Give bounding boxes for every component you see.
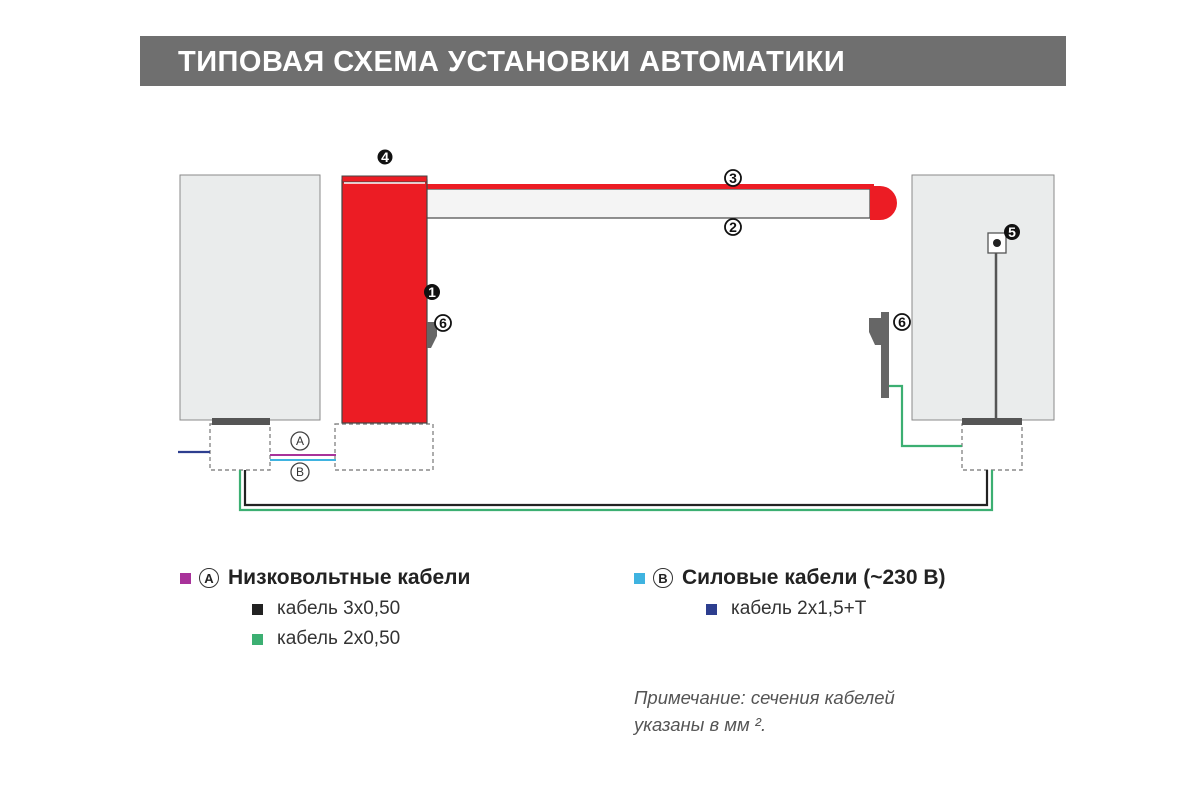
green-cable-photocell <box>886 384 962 448</box>
left-photocell <box>427 322 437 348</box>
label-a-text: A <box>296 434 304 448</box>
label-5: 5 <box>1004 224 1020 240</box>
label-2-text: 2 <box>729 219 737 235</box>
footnote-line-1: Примечание: сечения кабелей <box>634 687 895 708</box>
legend-a-title: Низковольтные кабели <box>228 566 471 589</box>
label-6-left: 6 <box>434 314 452 332</box>
legend-power: B Силовые кабели (~230 В) кабель 2x1,5+T <box>634 566 946 620</box>
legend-item-cable-2x050: кабель 2x0,50 <box>252 628 470 650</box>
label-4: 4 <box>377 149 393 165</box>
label-b-text: B <box>296 465 304 479</box>
label-3-text: 3 <box>729 170 737 186</box>
label-3: 3 <box>724 169 742 187</box>
label-1: 1 <box>424 284 440 300</box>
title-bar: ТИПОВАЯ СХЕМА УСТАНОВКИ АВТОМАТИКИ <box>140 36 1066 86</box>
legend-b-letter: B <box>653 568 673 588</box>
boom-reflective-strip <box>426 184 874 189</box>
left-pillar <box>179 174 321 421</box>
legend-low-voltage: A Низковольтные кабели кабель 3x0,50 каб… <box>180 566 470 650</box>
legend-a-letter: A <box>199 568 219 588</box>
label-5-text: 5 <box>1008 224 1016 240</box>
legend-item-label: кабель 2x1,5+T <box>731 598 867 619</box>
left-plate <box>212 418 270 425</box>
label-1-text: 1 <box>428 284 436 300</box>
legend-item-color-square <box>706 603 717 615</box>
page-title: ТИПОВАЯ СХЕМА УСТАНОВКИ АВТОМАТИКИ <box>178 46 846 78</box>
boom-end-cap <box>870 186 897 220</box>
legend-item-color-square <box>252 603 263 615</box>
legend-power-header: B Силовые кабели (~230 В) <box>634 566 946 590</box>
legend-item-label: кабель 3x0,50 <box>277 598 401 619</box>
label-a: A <box>290 431 310 451</box>
label-4-text: 4 <box>381 149 389 165</box>
legend-low-voltage-header: A Низковольтные кабели <box>180 566 470 590</box>
footnote: Примечание: сечения кабелей указаны в мм… <box>634 684 895 738</box>
label-6-left-text: 6 <box>439 315 447 331</box>
right-foundation-pit <box>961 423 1023 471</box>
legend-item-cable-3x050: кабель 3x0,50 <box>252 598 470 620</box>
legend-item-label: кабель 2x0,50 <box>277 628 401 649</box>
right-pillar <box>911 174 1055 421</box>
black-cable-bottom <box>243 470 989 507</box>
right-plate <box>962 418 1022 425</box>
legend-b-title: Силовые кабели (~230 В) <box>682 566 946 589</box>
barrier-top-cover <box>341 175 428 183</box>
control-stand-button <box>993 239 1001 247</box>
label-6-right-text: 6 <box>898 314 906 330</box>
label-2: 2 <box>724 218 742 236</box>
barrier-body <box>341 179 428 424</box>
right-photocell <box>869 318 881 345</box>
green-cable-bottom <box>238 470 994 512</box>
label-b: B <box>290 462 310 482</box>
label-6-right: 6 <box>893 313 911 331</box>
legend-b-color-square <box>634 572 645 584</box>
legend-item-cable-2x15t: кабель 2x1,5+T <box>706 598 946 620</box>
barrier-boom <box>425 188 871 219</box>
legend-a-color-square <box>180 572 191 584</box>
left-foundation-pit <box>209 423 271 471</box>
legend-item-color-square <box>252 633 263 645</box>
barrier-foundation-pit <box>334 423 434 471</box>
right-photocell-post <box>881 312 889 398</box>
footnote-line-2: указаны в мм ². <box>634 714 767 735</box>
